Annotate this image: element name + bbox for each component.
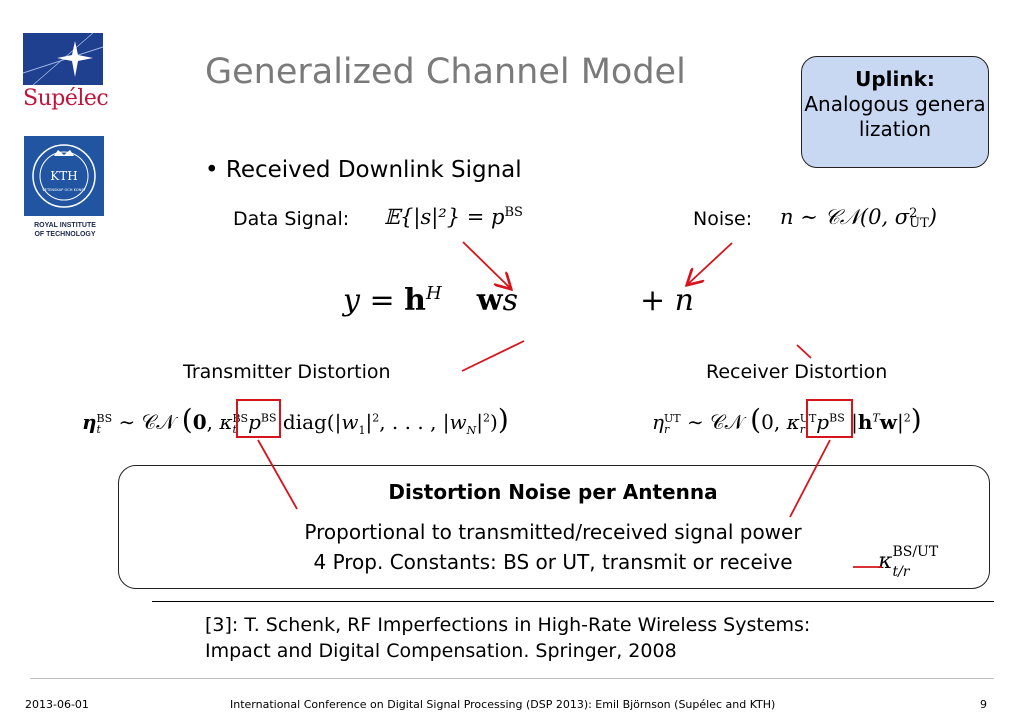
- kth-badge-subtext: VETENSKAP OCH KONST: [42, 188, 86, 192]
- distortion-noise-title: Distortion Noise per Antenna: [388, 480, 718, 504]
- receiver-distortion-label: Receiver Distortion: [706, 361, 888, 383]
- supelec-logo: Supélec: [23, 33, 109, 111]
- page-number: 9: [980, 698, 987, 711]
- distortion-noise-line-1: Proportional to transmitted/received sig…: [304, 520, 802, 544]
- supelec-star-icon: [23, 33, 103, 85]
- slide-title: Generalized Channel Model: [205, 52, 686, 92]
- transmitter-distortion-label: Transmitter Distortion: [183, 361, 391, 383]
- reference-divider: [152, 601, 994, 602]
- footer-date: 2013-06-01: [25, 698, 89, 711]
- data-signal-arrow: [462, 241, 510, 288]
- tx-kappa-highlight: [236, 399, 281, 438]
- rx-distortion-connector: [796, 344, 812, 359]
- data-signal-label: Data Signal:: [233, 208, 350, 230]
- reference-line-1: [3]: T. Schenk, RF Imperfections in High…: [205, 614, 811, 636]
- bullet-dot-icon: •: [205, 157, 219, 183]
- uplink-heading: Uplink:: [855, 67, 935, 91]
- bullet-text: Received Downlink Signal: [225, 157, 522, 183]
- kth-badge-text: KTH: [50, 169, 77, 183]
- footer-conference: International Conference on Digital Sign…: [230, 698, 776, 711]
- tx-kappa-connector: [257, 439, 298, 510]
- uplink-body: Analogous generalization: [804, 92, 986, 141]
- rx-kappa-highlight: [806, 399, 853, 438]
- distortion-noise-box: [118, 465, 990, 589]
- received-signal-equation: y = hH ws: [343, 283, 519, 318]
- rx-kappa-connector: [789, 439, 831, 518]
- noise-label: Noise:: [693, 208, 753, 230]
- footer-divider: [30, 678, 994, 679]
- noise-arrow: [688, 242, 733, 284]
- kth-logo: KTH VETENSKAP OCH KONST: [24, 136, 104, 216]
- uplink-callout: Uplink: Analogous generalization: [801, 56, 989, 168]
- additive-noise-term: + n: [640, 283, 694, 318]
- supelec-wordmark: Supélec: [23, 86, 109, 111]
- kth-caption: ROYAL INSTITUTE OF TECHNOLOGY: [34, 222, 96, 238]
- bullet-item: • Received Downlink Signal: [205, 157, 522, 183]
- reference-line-2: Impact and Digital Compensation. Springe…: [205, 640, 677, 662]
- distortion-noise-line-2: 4 Prop. Constants: BS or UT, transmit or…: [313, 550, 793, 574]
- data-signal-equation: 𝔼{|s|²} = pBS: [384, 205, 523, 229]
- tx-distortion-connector: [461, 340, 525, 372]
